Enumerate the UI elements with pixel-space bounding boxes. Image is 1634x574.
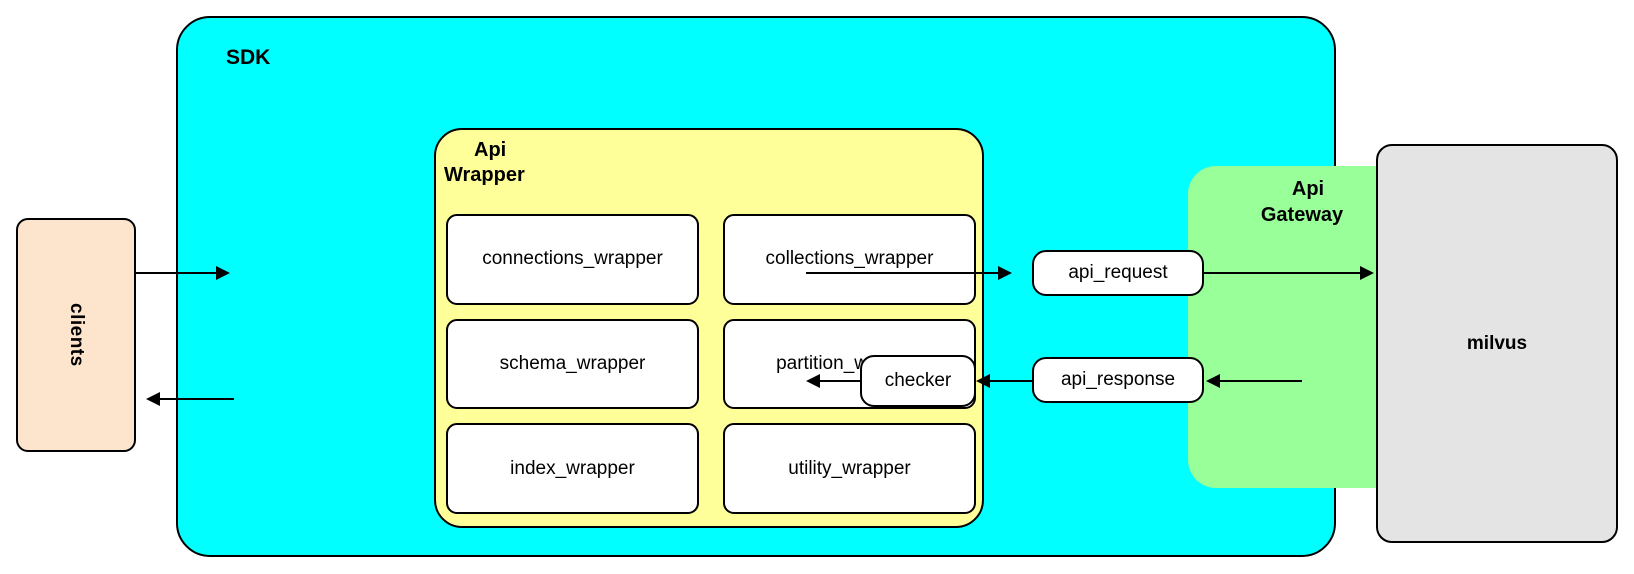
arrow-checker-to-api-wrapper	[806, 374, 860, 388]
arrow-clients-to-sdk	[136, 266, 230, 280]
api-gateway-label-line1: Api	[1291, 178, 1325, 200]
clients-node[interactable]: clients	[16, 218, 136, 452]
module-utility-wrapper[interactable]: utility_wrapper	[723, 423, 976, 514]
clients-label: clients	[66, 303, 87, 367]
arrow-sdk-to-clients	[146, 392, 234, 406]
arrow-api-request-to-milvus	[1204, 266, 1374, 280]
module-collections-wrapper[interactable]: collections_wrapper	[723, 214, 976, 305]
milvus-node[interactable]: milvus	[1376, 144, 1618, 543]
module-connections-wrapper[interactable]: connections_wrapper	[446, 214, 699, 305]
api-response-node[interactable]: api_response	[1032, 357, 1204, 403]
api-wrapper-label-line1: Api	[474, 139, 507, 161]
api-wrapper-module-grid: connections_wrapper collections_wrapper …	[446, 214, 976, 514]
api-wrapper-container[interactable]: Api Wrapper connections_wrapper collecti…	[434, 128, 984, 528]
api-wrapper-label: Api Wrapper	[444, 138, 604, 188]
api-gateway-label: Api Gateway	[1188, 176, 1416, 228]
arrow-milvus-to-api-response	[1206, 374, 1302, 388]
sdk-label: SDK	[226, 46, 271, 69]
arrow-api-wrapper-to-api-gateway	[806, 266, 1012, 280]
api-request-node[interactable]: api_request	[1032, 250, 1204, 296]
module-schema-wrapper[interactable]: schema_wrapper	[446, 318, 699, 410]
checker-node[interactable]: checker	[860, 355, 976, 407]
api-wrapper-label-line2: Wrapper	[444, 164, 525, 186]
api-gateway-label-line2: Gateway	[1260, 204, 1344, 226]
module-index-wrapper[interactable]: index_wrapper	[446, 423, 699, 514]
arrow-api-response-to-checker	[976, 374, 1032, 388]
